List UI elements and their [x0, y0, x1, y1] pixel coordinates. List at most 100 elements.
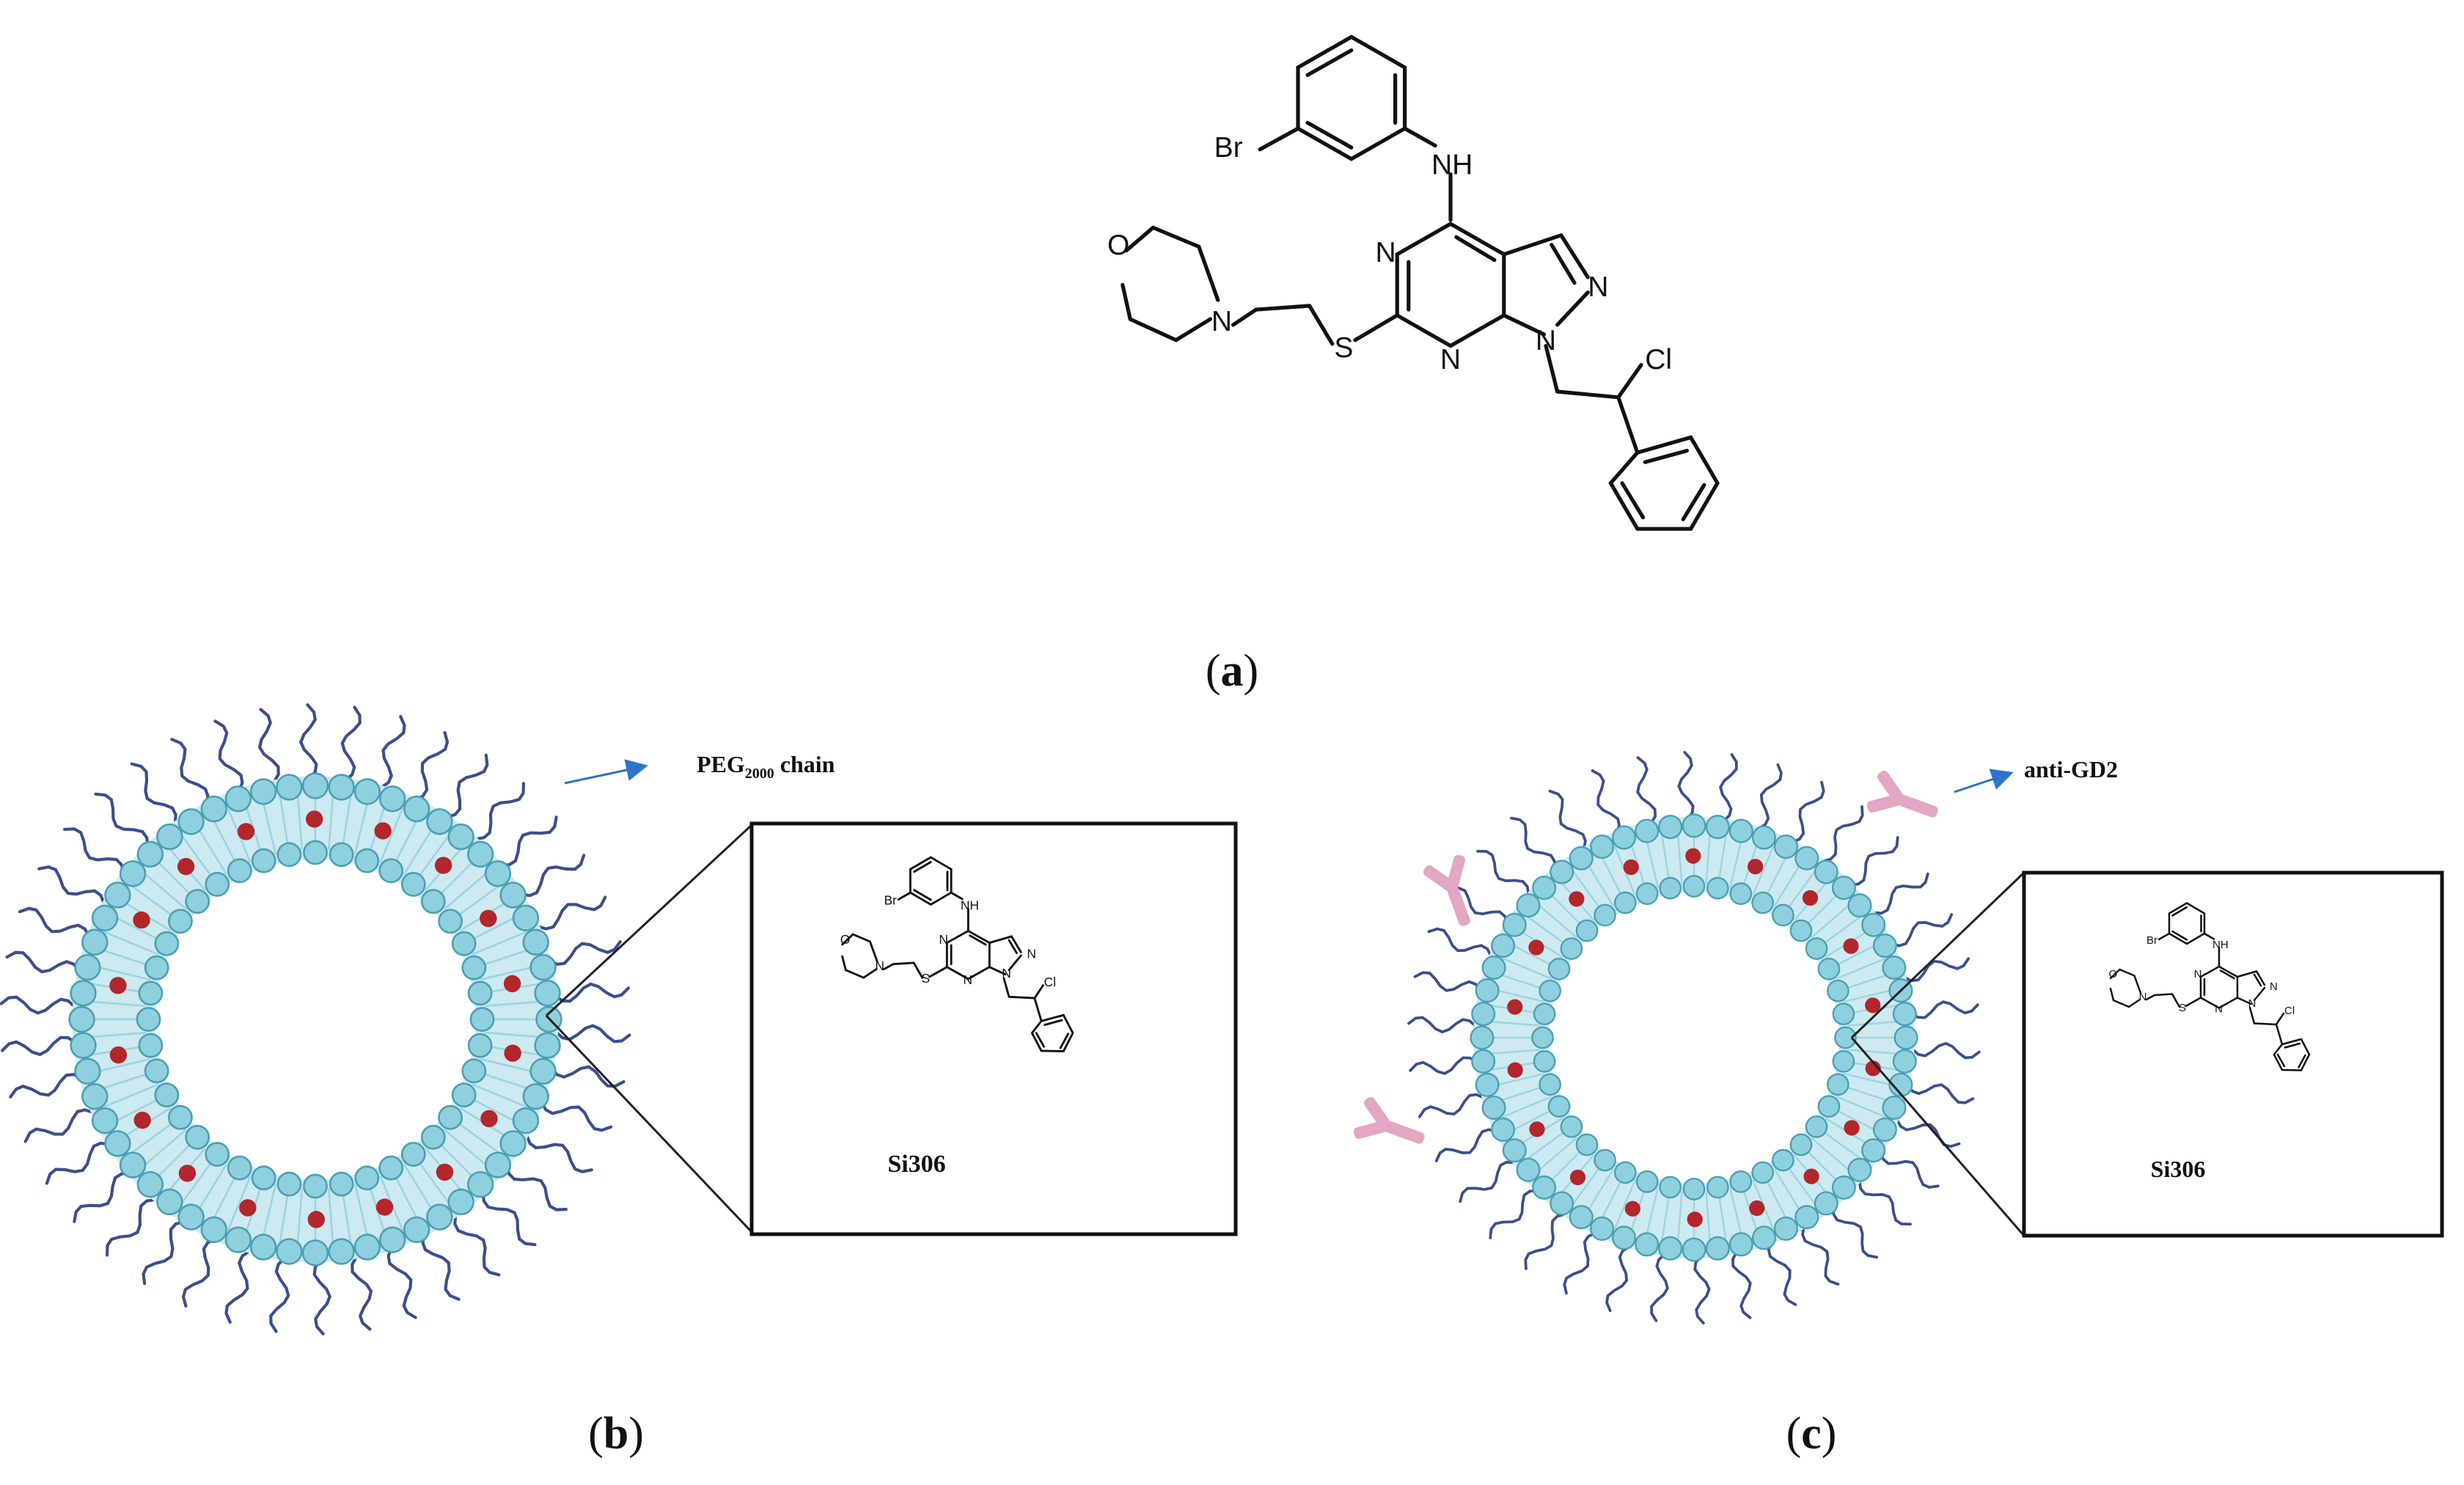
peg-chain	[45, 1141, 112, 1185]
peg-chain	[37, 865, 106, 906]
peg-chain	[1418, 1093, 1486, 1118]
liposome-c-peg-chains	[1407, 750, 1981, 1325]
peg-chain	[497, 815, 558, 867]
peg-chain	[1820, 805, 1864, 863]
peg-arrow	[564, 759, 648, 785]
peg-chain	[535, 895, 607, 931]
peg-chain	[351, 1254, 373, 1331]
sulfur-label: S	[1334, 332, 1353, 364]
peg-chain	[1510, 816, 1556, 872]
morpholine-n-label: N	[1211, 306, 1232, 337]
zoom-line-bottom	[545, 1014, 753, 1233]
peg-chain	[1801, 1224, 1840, 1286]
peg-chain	[9, 1073, 84, 1099]
compound-name-b: Si306	[887, 1151, 945, 1178]
chlorine-label: Cl	[1645, 344, 1672, 375]
peg-chain	[1489, 1189, 1540, 1239]
n7-label: N	[1440, 344, 1461, 375]
peg-chain	[63, 827, 125, 876]
peg-chain	[1407, 1016, 1478, 1034]
peg-chain	[213, 719, 244, 793]
liposome-c-lipid-tails	[1486, 829, 1902, 1246]
peg-chain	[73, 1172, 133, 1223]
peg-chain	[1895, 1117, 1961, 1148]
peg-chain	[94, 792, 150, 849]
peg-chain	[554, 1024, 631, 1044]
peg-chain	[1693, 1254, 1711, 1325]
peg-chain	[130, 762, 177, 826]
panel-label-b: (b)	[588, 1409, 644, 1459]
bromine-label: Br	[1214, 132, 1243, 164]
peg-chain	[1563, 1231, 1599, 1295]
peg-chain	[23, 1108, 96, 1143]
peg-chain	[1605, 1244, 1632, 1313]
n3-label: N	[1376, 237, 1396, 268]
peg-chain	[1636, 756, 1657, 826]
liposome-peg	[0, 703, 631, 1335]
zoom-line-top	[545, 824, 753, 1017]
panel-c: anti-GD2 Si306	[1353, 750, 2444, 1325]
antibody-icon-2	[1353, 1096, 1425, 1144]
antibody-arrow	[1954, 769, 2014, 793]
peg-chain	[224, 1249, 252, 1324]
peg-chain	[518, 854, 586, 898]
peg-chain	[1427, 927, 1493, 958]
peg-chain	[1650, 1252, 1669, 1322]
peg-chain	[18, 906, 92, 939]
peg-chain	[1902, 957, 1970, 983]
peg-chain	[1905, 1082, 1975, 1104]
peg-chain	[5, 950, 81, 974]
peg-chain	[539, 1099, 613, 1132]
panel-label-a: (a)	[1206, 646, 1258, 696]
peg-chain	[1879, 1149, 1940, 1189]
peg-chain	[1, 1035, 78, 1057]
peg-chain	[1677, 750, 1695, 821]
oxygen-label: O	[1107, 230, 1129, 261]
peg-chain	[1910, 1041, 1981, 1060]
antibody-icon-3	[1866, 770, 1938, 818]
peg-chain	[1459, 1160, 1517, 1203]
panel-a-structure: Br NH N N N N S N O Cl	[1107, 34, 1720, 531]
peg-chain	[386, 1245, 417, 1319]
peg-chain	[257, 708, 280, 785]
panel-b: Si306 PEG2000 chain	[0, 703, 1238, 1335]
peg-chain	[378, 714, 406, 790]
compound-name-c: Si306	[2151, 1156, 2206, 1182]
peg-chain	[298, 703, 318, 781]
peg-chain	[453, 1212, 501, 1277]
peg-chain	[1591, 769, 1621, 835]
peg-chain	[1767, 1240, 1797, 1306]
panel-label-c: (c)	[1786, 1409, 1837, 1459]
peg-chain	[1858, 1178, 1912, 1226]
peg-chain	[481, 1189, 537, 1247]
peg-chain	[412, 730, 450, 802]
peg-chain	[524, 1132, 593, 1173]
antibody-icon-1	[1423, 854, 1470, 926]
peg-chain	[106, 1198, 158, 1257]
peg-chain	[1409, 1056, 1479, 1075]
liposome-b-peg-chains	[0, 703, 631, 1335]
peg-chain	[142, 1220, 187, 1286]
liposome-c-core	[1548, 892, 1840, 1184]
peg-chain	[552, 982, 630, 1003]
peg-chain	[1524, 1212, 1568, 1270]
peg-chain	[1476, 849, 1530, 897]
peg-chain	[1889, 913, 1954, 947]
peg-chain	[1448, 887, 1509, 926]
liposome-b-drug-molecules	[109, 810, 521, 1228]
peg-chain-label: PEG2000 chain	[697, 751, 835, 782]
inset-box-b	[749, 821, 1238, 1236]
liposome-b-lipid-heads	[68, 772, 562, 1266]
peg-chain	[1832, 1203, 1878, 1259]
peg-chain	[1548, 789, 1587, 851]
peg-chain	[1731, 1250, 1752, 1319]
peg-chain	[312, 1258, 332, 1335]
liposome-antibody	[1407, 750, 1981, 1325]
peg-chain	[181, 1236, 219, 1308]
peg-chain	[1719, 753, 1738, 824]
peg-chain	[1848, 836, 1899, 887]
n1-label: N	[1536, 325, 1556, 356]
liposome-b-core	[155, 859, 476, 1180]
peg-chain	[1909, 1000, 1979, 1019]
